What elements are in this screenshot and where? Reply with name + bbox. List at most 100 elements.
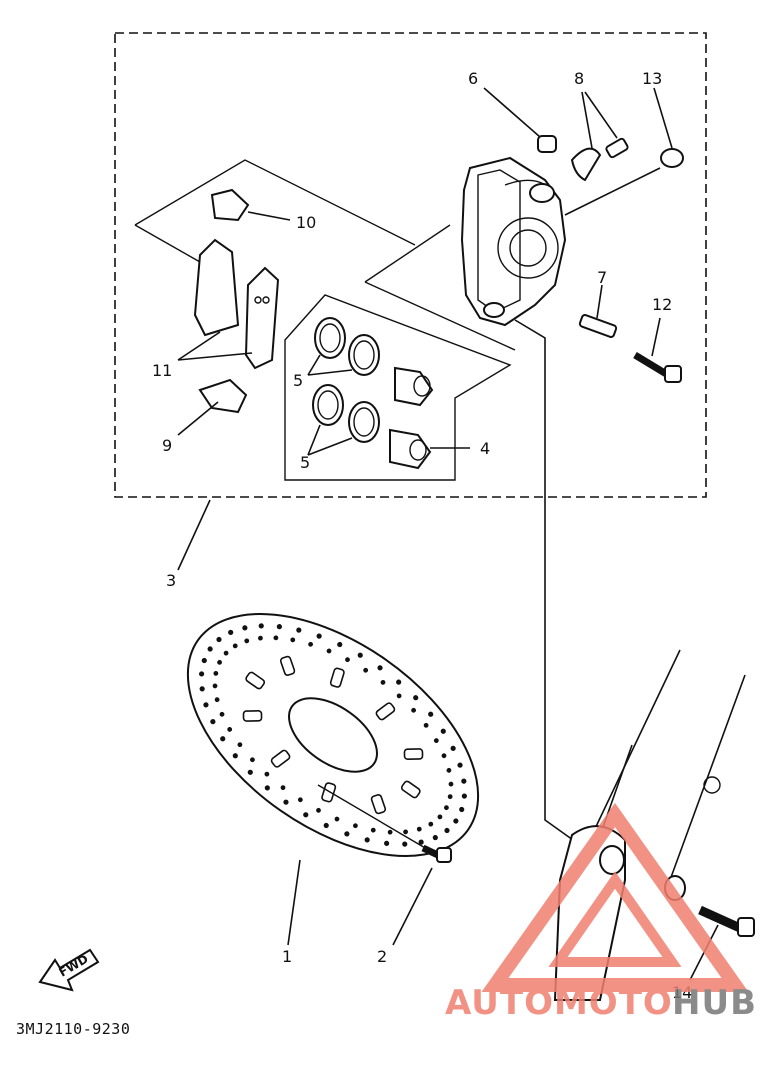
disc-hole (303, 812, 309, 818)
disc-hole (212, 683, 218, 689)
disc-hole (199, 686, 205, 692)
pad-spring (210, 188, 291, 222)
disc-hole (227, 727, 233, 732)
disc-hole (216, 636, 222, 643)
piston-group-outline (284, 294, 512, 481)
disc-hole (296, 627, 302, 633)
disc-hole (273, 635, 279, 641)
disc-hole (297, 797, 303, 803)
disc-hole (352, 823, 358, 829)
callout-5-lower: 5 (300, 453, 310, 472)
disc-hole (337, 641, 343, 648)
disc-slot (375, 702, 396, 721)
disc-slot (329, 667, 345, 688)
disc-hole (290, 637, 296, 643)
disc-hole (363, 667, 369, 673)
disc-hole (244, 638, 250, 644)
disc-hole (459, 806, 465, 813)
disc-hole (258, 635, 263, 641)
disc-hole (403, 829, 408, 835)
disc-hole (316, 633, 322, 639)
disc-hole (402, 841, 408, 847)
disc-hole (461, 793, 467, 799)
disc-hole (242, 625, 248, 631)
disc-hole (250, 757, 255, 763)
watermark: AUTOMOTO HUB (445, 802, 757, 1023)
disc-hole (210, 719, 216, 725)
disc-hole (428, 821, 434, 827)
disc-hole (423, 722, 429, 728)
disc-hole (264, 785, 270, 791)
disc-hole (380, 679, 386, 685)
disc-hole (280, 785, 286, 791)
caliper-assembly-boundary (114, 32, 707, 498)
disc-hole (213, 670, 219, 676)
disc-hole (316, 807, 321, 813)
disc-hole (220, 736, 226, 742)
callout-9: 9 (162, 436, 172, 455)
disc-hole (396, 679, 402, 685)
disc-hole (364, 837, 370, 843)
disc-hole (396, 693, 402, 699)
callout-5-upper: 5 (293, 371, 303, 390)
diagram-code: 3MJ2110-9230 (16, 1020, 130, 1038)
disc-hole (203, 702, 209, 708)
pistons (389, 366, 470, 470)
disc-hole (258, 623, 264, 629)
disc-hole (453, 818, 459, 824)
callout-7: 7 (597, 268, 607, 287)
watermark-text-right: HUB (672, 983, 757, 1023)
callout-12: 12 (652, 295, 672, 314)
disc-hole (344, 831, 350, 837)
disc-slot (403, 748, 424, 760)
disc-hole (223, 650, 229, 656)
disc-hole (232, 643, 238, 649)
disc-hole (416, 826, 422, 832)
disc-hole (370, 827, 376, 833)
disc-slot (242, 710, 263, 722)
callout-10: 10 (296, 213, 316, 232)
disc-hole (446, 767, 452, 773)
callout-13: 13 (642, 69, 662, 88)
disc-hole (345, 657, 350, 663)
disc-slot (400, 780, 421, 799)
callout-2: 2 (377, 947, 387, 966)
disc-hole (214, 697, 220, 703)
disc-hole (448, 781, 454, 787)
disc-slot (370, 793, 387, 815)
callout-3: 3 (166, 571, 176, 590)
brake-disc (186, 613, 480, 857)
disc-hole (228, 629, 234, 636)
disc-hole (457, 762, 463, 768)
disc-hole (308, 641, 314, 647)
disc-hole (444, 827, 450, 834)
disc-hole (357, 652, 363, 658)
disc-hole (440, 728, 446, 734)
disc-hole (441, 753, 447, 759)
disc-hole (199, 671, 205, 677)
disc-slot (245, 671, 266, 690)
disc-hole (377, 665, 383, 671)
disc-hole (387, 829, 393, 835)
disc-hole (219, 711, 225, 717)
forward-direction-arrow: FWD (38, 948, 100, 992)
disc-hole (411, 707, 416, 713)
pad-support (177, 378, 248, 436)
callout-1: 1 (282, 947, 292, 966)
disc-hole (444, 805, 449, 811)
disc-hole (384, 840, 390, 846)
watermark-logo-triangle (481, 802, 749, 992)
disc-hole (217, 659, 222, 665)
cap (564, 87, 684, 216)
disc-slot (279, 655, 296, 677)
disc-hole (201, 657, 207, 664)
slide-pin (578, 284, 618, 338)
disc-hole (323, 822, 329, 829)
disc-hole (207, 646, 213, 652)
callout-4: 4 (480, 439, 490, 458)
callout-11: 11 (152, 361, 172, 380)
disc-hole (450, 745, 456, 751)
disc-hole (413, 695, 419, 701)
disc-hole (432, 834, 438, 841)
caliper-body (460, 156, 567, 327)
